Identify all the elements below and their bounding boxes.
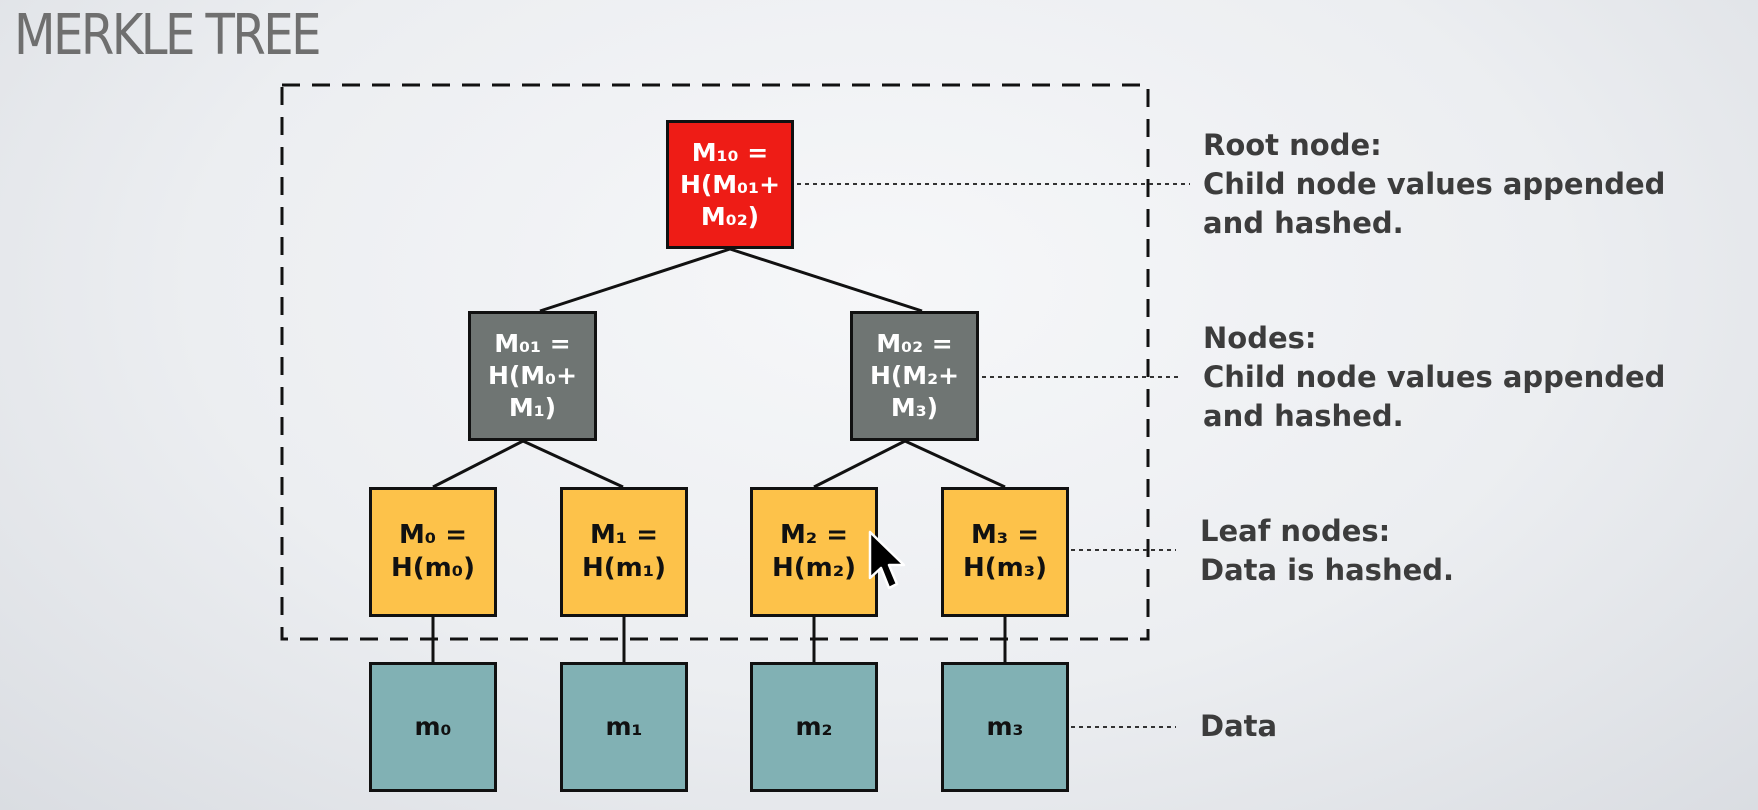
leaf-node-line: H(m₁) [581, 553, 666, 583]
leaf-node-1: M₁ = H(m₁) [560, 487, 688, 617]
label-line: Child node values appended [1203, 360, 1666, 394]
label-line: and hashed. [1203, 206, 1404, 240]
leaf-node-line: M₀ = [398, 519, 468, 550]
tree-boundary-box [280, 83, 1150, 641]
edge-m01-leaf1 [522, 439, 624, 489]
data-block-label: m₁ [605, 712, 643, 741]
data-block-label: m₂ [795, 712, 833, 741]
edge-m02-leaf2 [813, 439, 906, 489]
node-m01-line: H(M₀+ [487, 361, 578, 390]
data-block-3: m₃ [941, 662, 1069, 792]
node-m02-line: M₃) [890, 393, 939, 422]
node-m01-line: M₀₁ = [494, 329, 571, 358]
edge-m02-leaf3 [904, 439, 1006, 489]
leaf-node-line: M₁ = [589, 519, 659, 550]
label-line: Leaf nodes: [1200, 514, 1391, 548]
node-m01-line: M₁) [508, 393, 557, 422]
root-node-label: Root node: Child node values appended an… [1203, 126, 1665, 243]
nodes-label: Nodes: Child node values appended and ha… [1203, 319, 1665, 436]
leaf-node-0: M₀ = H(m₀) [369, 487, 497, 617]
leaf-node-2: M₂ = H(m₂) [750, 487, 878, 617]
label-line: Nodes: [1203, 321, 1317, 355]
leaf-node-line: H(m₃) [962, 553, 1047, 583]
label-line: Data is hashed. [1200, 553, 1455, 587]
leaf-node-line: M₂ = [779, 519, 849, 550]
label-line: and hashed. [1203, 399, 1404, 433]
data-block-0: m₀ [369, 662, 497, 792]
data-label: Data [1200, 707, 1277, 746]
edge-m01-leaf0 [432, 439, 524, 489]
edge-root-m01 [539, 247, 731, 313]
slide-title: MERKLE TREE [14, 3, 322, 68]
root-node-line: H(M₀₁+ [679, 169, 781, 199]
data-block-label: m₃ [986, 712, 1024, 741]
data-block-label: m₀ [414, 712, 452, 741]
node-m02: M₀₂ = H(M₂+ M₃) [850, 311, 979, 441]
leaf-node-3: M₃ = H(m₃) [941, 487, 1069, 617]
leaf-node-line: H(m₂) [771, 553, 856, 583]
node-m02-line: M₀₂ = [876, 329, 953, 358]
root-node-line: M₁₀ = [691, 137, 769, 167]
leaf-nodes-label: Leaf nodes: Data is hashed. [1200, 512, 1454, 590]
data-block-1: m₁ [560, 662, 688, 792]
label-line: Child node values appended [1203, 167, 1666, 201]
leaf-node-line: M₃ = [970, 519, 1040, 550]
node-m01: M₀₁ = H(M₀+ M₁) [468, 311, 597, 441]
node-m02-line: H(M₂+ [869, 361, 960, 390]
label-line: Data [1200, 709, 1278, 743]
root-node-line: M₀₂) [700, 201, 760, 231]
leaf-node-line: H(m₀) [390, 553, 475, 583]
root-node: M₁₀ = H(M₀₁+ M₀₂) [666, 120, 794, 249]
edge-root-m02 [729, 247, 923, 313]
mouse-pointer-icon [868, 530, 906, 590]
data-block-2: m₂ [750, 662, 878, 792]
label-line: Root node: [1203, 128, 1382, 162]
